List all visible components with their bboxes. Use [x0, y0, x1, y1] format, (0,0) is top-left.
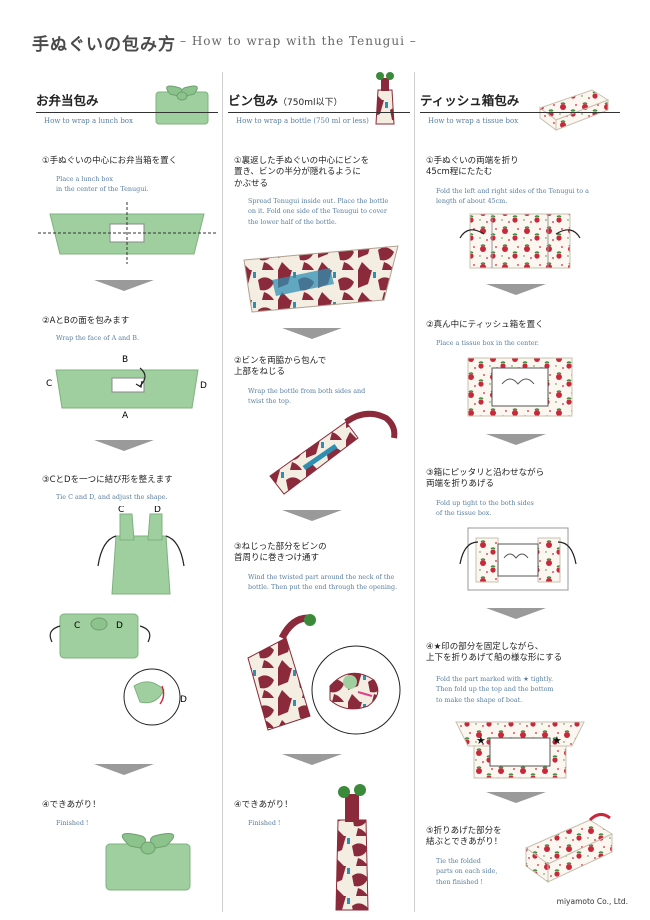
lunch-step4-jp: ④できあがり！ — [42, 800, 101, 810]
label-d-2: D — [154, 506, 161, 515]
tissue-step2-illustration — [467, 357, 573, 417]
tissue-step3-en: Fold up tight to the both sides of the t… — [436, 499, 534, 518]
lunch-arrow-3 — [94, 764, 154, 775]
bottle-step1-illustration — [243, 245, 399, 313]
lunch-step1-illustration — [38, 202, 216, 264]
tissue-step1-en: Fold the left and right sides of the Ten… — [436, 187, 589, 206]
tissue-step1-illustration — [459, 213, 581, 269]
tissue-step5-jp: ⑤折りあげた部分を 結ぶとできあがり！ — [426, 826, 503, 848]
tissue-arrow-4 — [486, 792, 546, 803]
bottle-header-illustration — [375, 72, 395, 125]
tissue-step2-en: Place a tissue box in the center. — [436, 339, 539, 347]
lunch-arrow-2 — [94, 440, 154, 451]
page-title: 手ぬぐいの包み方 — [32, 35, 176, 55]
tissue-step2-jp: ②真ん中にティッシュ箱を置く — [426, 320, 544, 330]
label-d: D — [200, 381, 207, 391]
tissue-step3-jp: ③箱にピッタリと沿わせながら 両端を折りあげる — [426, 468, 545, 490]
tissue-step3-illustration — [459, 527, 577, 591]
page-title-en: – How to wrap with the Tenugui – — [180, 34, 417, 48]
lunch-box-header-illustration — [155, 85, 209, 125]
bottle-step1-jp: ①裏返した手ぬぐいの中心にビンを 置き、ビンの半分が隠れるように かぶせる — [234, 156, 370, 189]
lunch-finished-illustration — [105, 833, 191, 891]
column-bottle: ビン包み（750ml以下） How to wrap a bottle (750 … — [228, 70, 410, 911]
tissue-step4-illustration: ★ ★ — [455, 721, 585, 779]
label-b: B — [122, 355, 128, 365]
column-tissue-box: ティッシュ箱包み How to wrap a tissue box ①手ぬぐいの… — [420, 70, 620, 900]
label-c-3: C — [74, 621, 80, 631]
lunch-step4-en: Finished ! — [56, 819, 89, 827]
label-a: A — [122, 411, 129, 418]
label-d-4: D — [180, 695, 187, 705]
bottle-step3-illustration-b — [311, 645, 401, 735]
lunch-box-title: お弁当包み — [36, 93, 99, 108]
tissue-step1-jp: ①手ぬぐいの両端を折り 45cm程にたたむ — [426, 156, 519, 178]
lunch-arrow-1 — [94, 280, 154, 291]
tissue-arrow-3 — [486, 608, 546, 619]
bottle-step3-illustration-a — [247, 614, 316, 731]
tissue-box-title: ティッシュ箱包み — [420, 93, 520, 108]
bottle-subtitle: How to wrap a bottle (750 ml or less) — [236, 117, 369, 125]
bottle-step3-jp: ③ねじった部分をビンの 首周りに巻きつけ通す — [234, 542, 327, 564]
lunch-step2-en: Wrap the face of A and B. — [56, 334, 139, 342]
lunch-step3-illustration-c: D — [123, 668, 187, 726]
divider-left — [222, 72, 223, 912]
bottle-arrow-1 — [282, 328, 342, 339]
tissue-step4-jp: ④★印の部分を固定しながら、 上下を折りあげて船の様な形にする — [426, 642, 563, 664]
label-d-3: D — [116, 621, 123, 631]
bottle-step2-illustration — [269, 410, 398, 495]
tissue-step4-en: Fold the part marked with ★ tightly. The… — [436, 675, 554, 704]
lunch-step2-jp: ②AとBの面を包みます — [42, 316, 130, 326]
lunch-step1-en: Place a lunch box in the center of the T… — [56, 175, 149, 194]
tissue-header-line — [420, 112, 620, 113]
label-c-2: C — [118, 506, 124, 515]
bottle-header-line — [228, 112, 410, 113]
lunch-step3-illustration-a: C D — [97, 506, 185, 595]
star-marker-left-icon: ★ — [476, 734, 486, 747]
lunch-step3-jp: ③CとDを一つに結び形を整えます — [42, 475, 173, 485]
lunch-box-subtitle: How to wrap a lunch box — [44, 117, 133, 125]
tissue-subtitle: How to wrap a tissue box — [428, 117, 519, 125]
bottle-title: ビン包み（750ml以下） — [228, 93, 343, 108]
bottle-step1-en: Spread Tenugui inside out. Place the bot… — [248, 197, 389, 226]
tissue-finished-illustration — [525, 813, 614, 883]
company-credit: miyamoto Co., Ltd. — [556, 897, 628, 906]
lunch-box-header-line — [36, 112, 218, 113]
tissue-arrow-1 — [486, 284, 546, 295]
bottle-arrow-3 — [282, 754, 342, 765]
bottle-step2-en: Wrap the bottle from both sides and twis… — [248, 387, 366, 406]
tissue-step5-en: Tie the folded parts on each side, then … — [436, 857, 498, 886]
lunch-step3-en: Tie C and D, and adjust the shape. — [56, 493, 168, 501]
divider-right — [414, 72, 415, 912]
bottle-step4-en: Finished ! — [248, 819, 281, 827]
tissue-arrow-2 — [486, 434, 546, 445]
label-c: C — [46, 379, 52, 389]
bottle-title-note: （750ml以下） — [278, 98, 343, 108]
bottle-step3-en: Wind the twisted part around the neck of… — [248, 573, 398, 592]
bottle-finished-illustration — [335, 784, 369, 911]
bottle-step4-jp: ④できあがり！ — [234, 800, 293, 810]
bottle-step2-jp: ②ビンを両脇から包んで 上部をねじる — [234, 356, 327, 378]
bottle-arrow-2 — [282, 510, 342, 521]
lunch-step1-jp: ①手ぬぐいの中心にお弁当箱を置く — [42, 156, 178, 166]
star-marker-right-icon: ★ — [552, 734, 562, 747]
column-lunch-box: お弁当包み How to wrap a lunch box ①手ぬぐいの中心にお… — [36, 70, 218, 900]
lunch-step3-illustration-b: C D — [49, 613, 151, 659]
lunch-step2-illustration: B C D A — [46, 355, 207, 418]
tissue-box-header-illustration — [538, 89, 610, 131]
